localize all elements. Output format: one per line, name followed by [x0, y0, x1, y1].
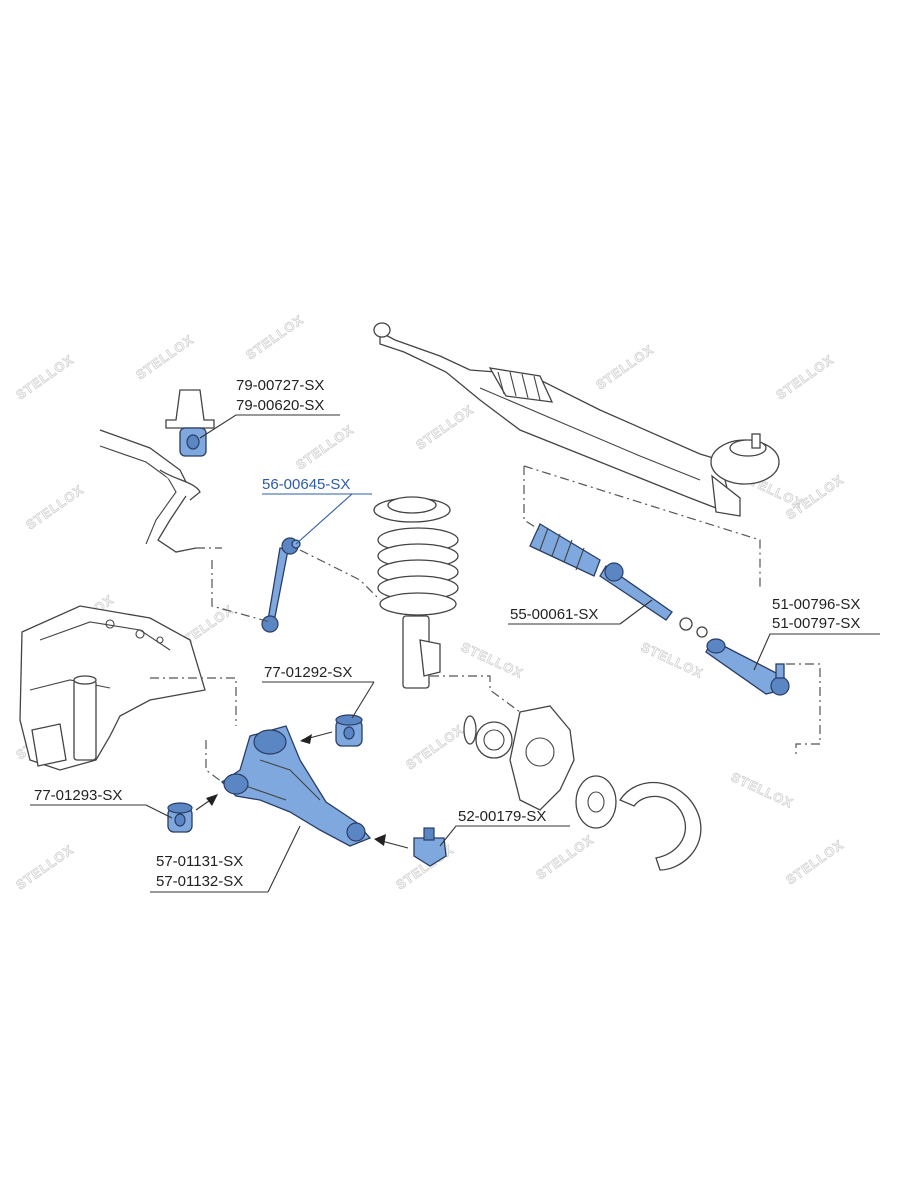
subframe [19, 605, 206, 771]
arrow-head-rear-bushing [300, 734, 312, 744]
label-77-01293: 77-01293-SX [34, 787, 122, 804]
wheel-hub [575, 775, 617, 829]
label-55-00061: 55-00061-SX [510, 606, 598, 623]
watermark-4: STELLOX [243, 312, 306, 363]
watermark-13: STELLOX [459, 639, 526, 681]
arrows [195, 731, 409, 849]
stabilizer-bar [99, 429, 201, 553]
label-51-00797: 51-00797-SX [772, 615, 860, 632]
label-56-00645: 56-00645-SX [262, 476, 350, 493]
stabilizer-link [261, 537, 301, 633]
label-52-00179: 52-00179-SX [458, 808, 546, 825]
tie-rod-end [705, 638, 790, 696]
assembly-lines [150, 465, 821, 783]
label-79-00727: 79-00727-SX [236, 377, 324, 394]
watermark-21: STELLOX [783, 837, 846, 888]
front-arm-bushing [167, 802, 193, 833]
watermark-6: STELLOX [413, 402, 476, 453]
label-51-00796: 51-00796-SX [772, 596, 860, 613]
ball-joint [413, 827, 447, 867]
watermark-18: STELLOX [13, 842, 76, 893]
watermark-3: STELLOX [23, 482, 86, 533]
strut-assembly [373, 496, 459, 689]
watermark-2: STELLOX [133, 332, 196, 383]
watermark-14: STELLOX [639, 639, 706, 681]
rear-arm-bushing [335, 714, 363, 747]
part-labels: 79-00727-SX 79-00620-SX 56-00645-SX 77-0… [34, 377, 860, 890]
watermark-1: STELLOX [13, 352, 76, 403]
leader-lines [30, 414, 880, 893]
steering-knuckle [463, 705, 575, 811]
watermark-5: STELLOX [293, 422, 356, 473]
label-77-01292: 77-01292-SX [264, 664, 352, 681]
label-57-01132: 57-01132-SX [156, 873, 243, 890]
watermark-16: STELLOX [403, 722, 466, 773]
watermark-20: STELLOX [533, 832, 596, 883]
arrow-head-front-bushing [206, 794, 218, 806]
stabilizer-bushing [165, 389, 215, 457]
tie-rod-boot [529, 523, 601, 577]
tie-rod [599, 562, 708, 638]
steering-rack [373, 322, 780, 517]
lower-control-arm [220, 725, 372, 847]
label-79-00620: 79-00620-SX [236, 397, 324, 414]
watermark-7: STELLOX [593, 342, 656, 393]
watermark-17: STELLOX [729, 769, 796, 811]
brake-shield [619, 781, 702, 871]
label-57-01131: 57-01131-SX [156, 853, 243, 870]
watermark-8: STELLOX [773, 352, 836, 403]
arrow-head-ball-joint [374, 834, 386, 846]
